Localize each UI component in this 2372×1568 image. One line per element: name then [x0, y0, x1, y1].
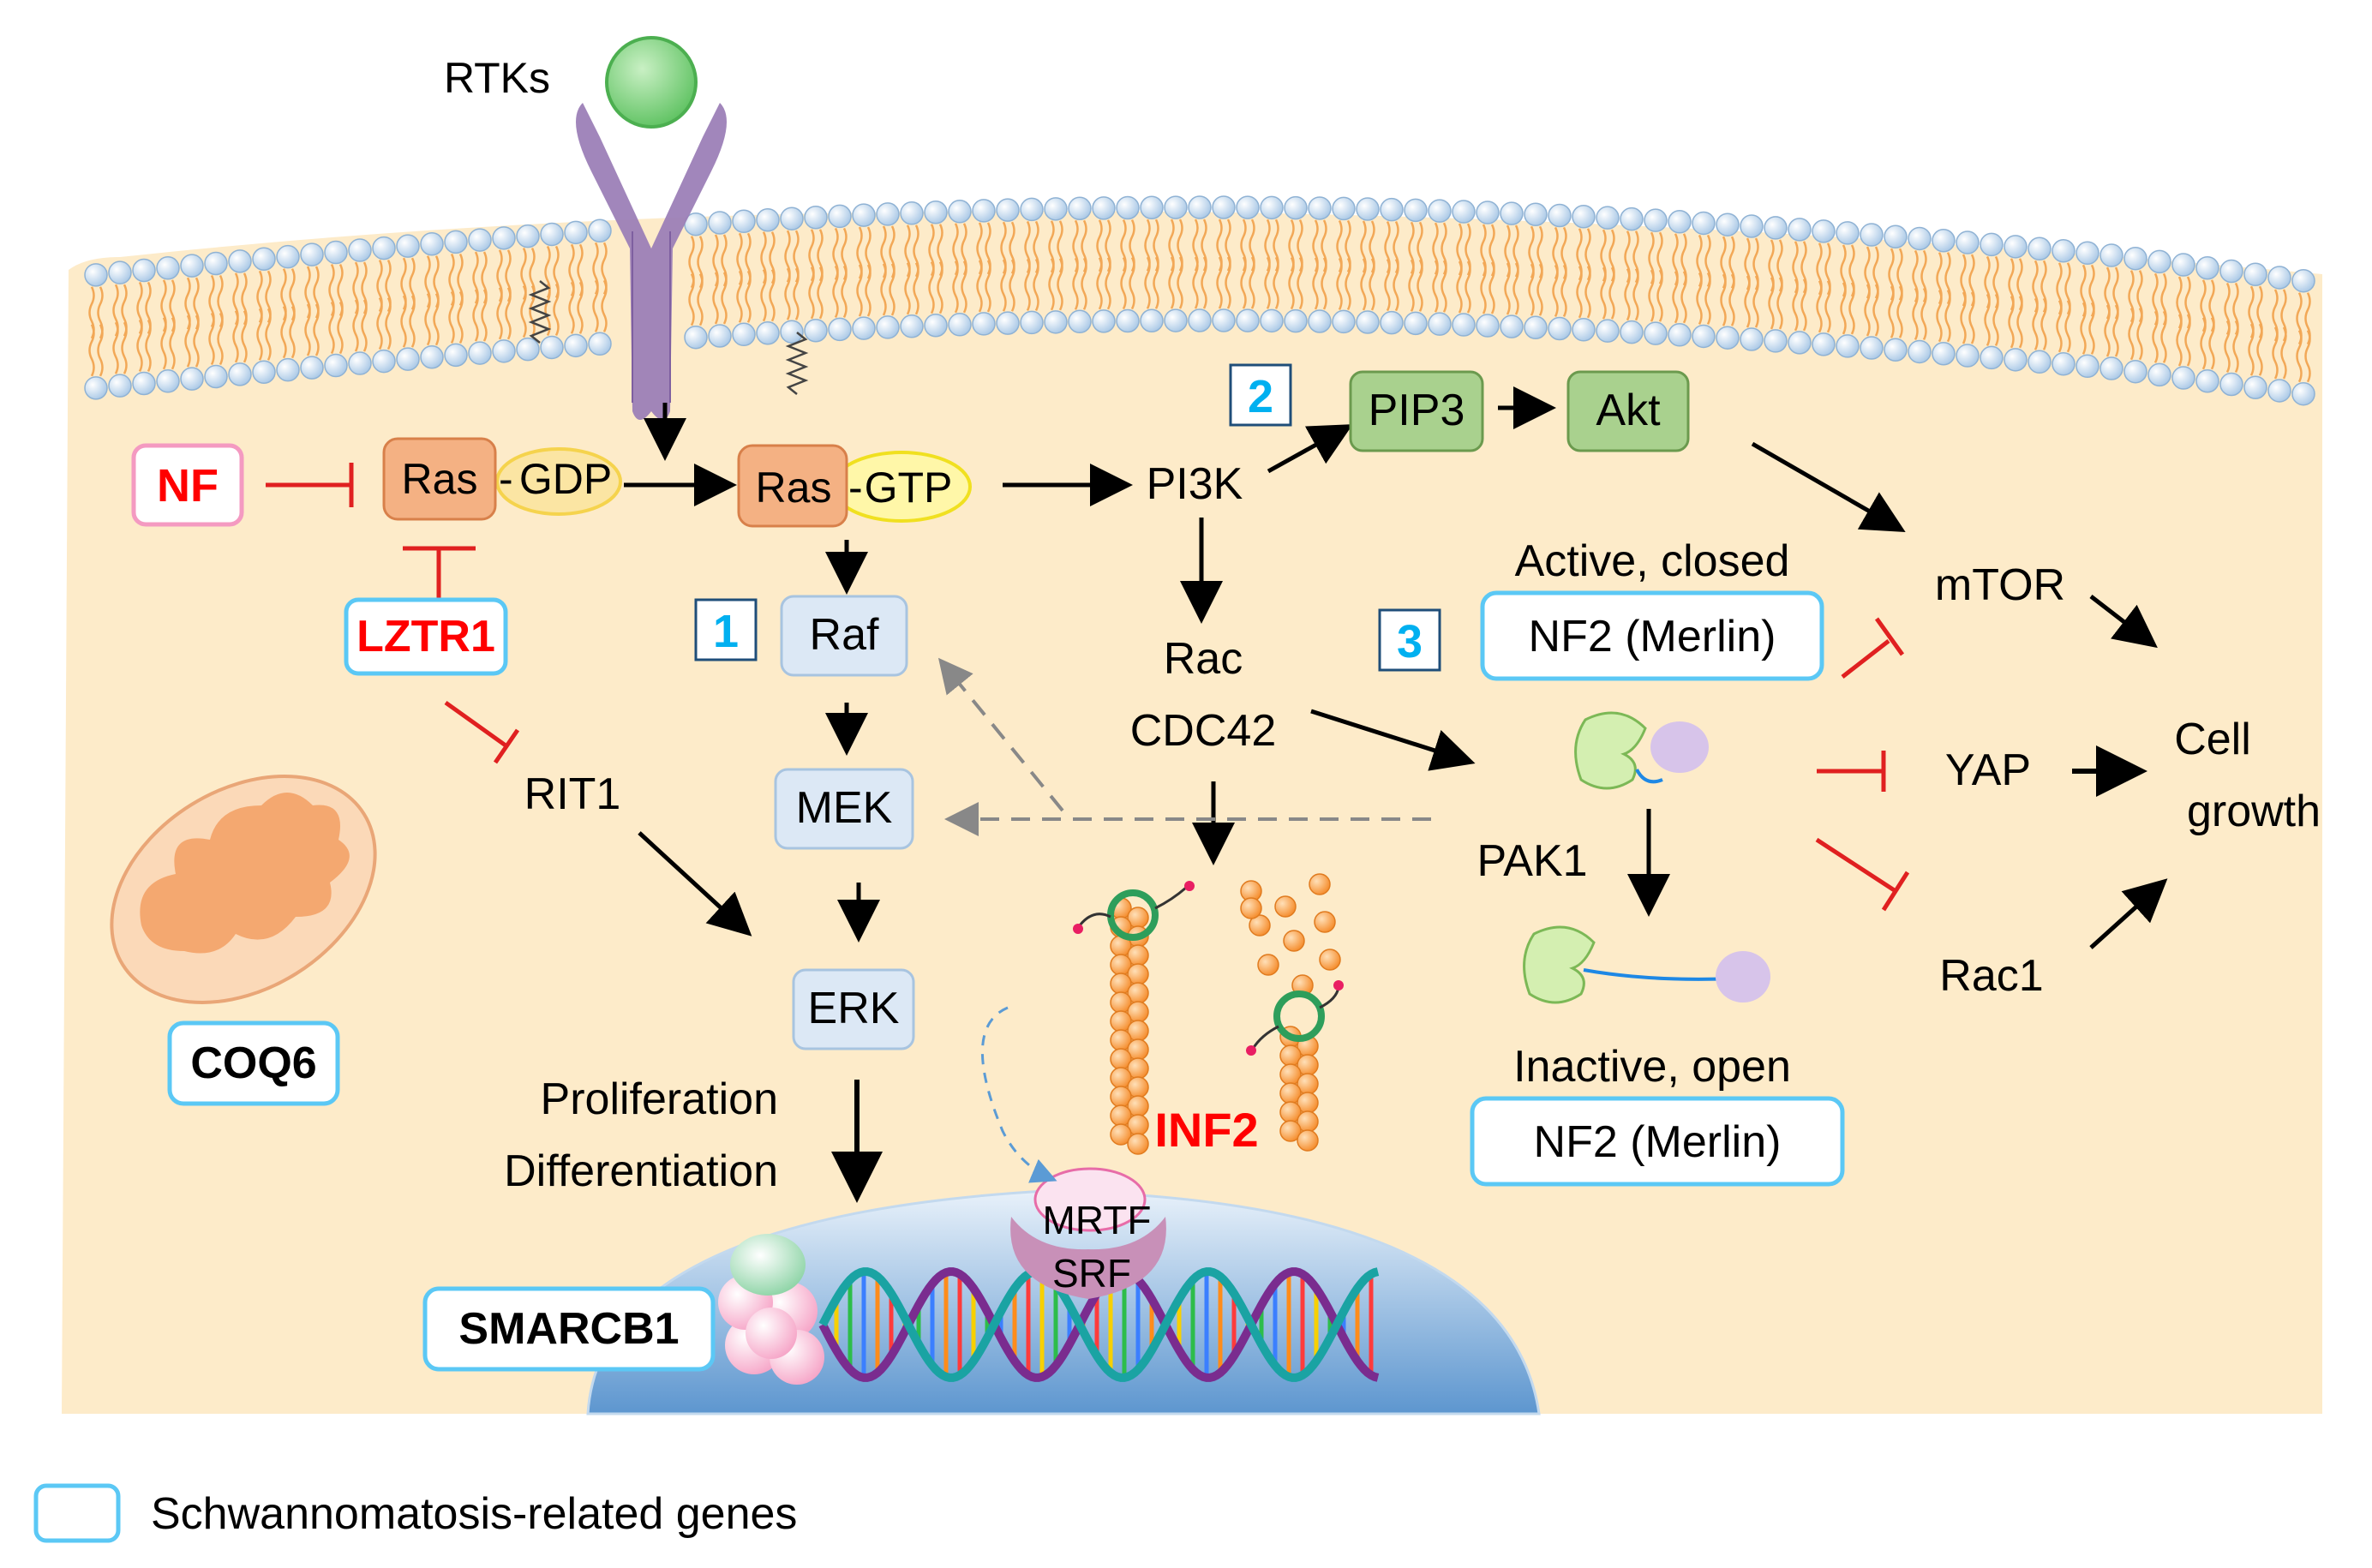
inhibit-lztr1-rit1-bar [493, 728, 520, 764]
mrtf-shape [1033, 1167, 1147, 1232]
nf-box [131, 443, 244, 527]
ras-gtp-box [737, 444, 848, 528]
smarcb1-complex-icon [718, 1234, 824, 1385]
raf-label: Raf [810, 610, 879, 660]
cell-growth-label-2: growth [2187, 787, 2321, 836]
dashed-arrow-to-raf [937, 657, 1064, 812]
nf2-inactive-label: NF2 (Merlin) [1534, 1117, 1782, 1167]
rit1-label: RIT1 [524, 769, 621, 819]
lztr1-label: LZTR1 [356, 612, 495, 661]
proliferation-label: Proliferation [541, 1074, 778, 1124]
ras-gdp-ras-label: Ras [402, 455, 478, 503]
ras-gdp-box [382, 437, 497, 521]
actin-filaments-icon [1073, 873, 1344, 1155]
coq6-label: COQ6 [190, 1038, 316, 1088]
pi3k-label: PI3K [1147, 459, 1243, 509]
smarcb1-label: SMARCB1 [458, 1304, 679, 1354]
number-1-label: 1 [713, 606, 739, 657]
lipid-anchor-2 [785, 332, 809, 395]
mek-box [774, 768, 914, 850]
ras-gdp-hyphen: - [499, 455, 513, 503]
mek-label: MEK [796, 783, 893, 833]
number-2-label: 2 [1248, 371, 1273, 422]
arrow-mtor-to-growth [2089, 595, 2158, 649]
nf2-inactive-box [1470, 1096, 1845, 1187]
srf-shape [1010, 1217, 1166, 1299]
nf2-active-label: NF2 (Merlin) [1529, 612, 1776, 661]
inhibit-nf2-rac1-bar [1881, 871, 1910, 912]
merlin-closed-shape [1574, 711, 1709, 790]
akt-box [1566, 370, 1690, 452]
inf2-label: INF2 [1154, 1103, 1258, 1157]
rtks-label: RTKs [444, 54, 550, 102]
ras-gtp-ras-label: Ras [756, 464, 832, 512]
inhibit-nf2-mtor-bar [1874, 617, 1905, 656]
erk-box [792, 968, 915, 1050]
merlin-open-shape [1523, 925, 1770, 1004]
inhibit-nf2-rac1 [1815, 837, 1897, 894]
number-3-label: 3 [1397, 616, 1423, 667]
akt-label: Akt [1596, 386, 1661, 435]
cdc42-label: CDC42 [1130, 706, 1277, 756]
differentiation-label: Differentiation [504, 1146, 778, 1196]
nf2-active-box [1480, 590, 1824, 681]
srf-label: SRF [1052, 1251, 1131, 1296]
raf-box [780, 595, 908, 677]
ras-gtp-gtp-label: GTP [865, 464, 953, 512]
arrow-cdc42-to-pak1 [1310, 709, 1476, 771]
yap-label: YAP [1945, 745, 2031, 795]
cell-growth-label-1: Cell [2174, 715, 2251, 764]
legend-label: Schwannomatosis-related genes [151, 1489, 797, 1539]
arrow-akt-to-mtor [1751, 441, 1906, 532]
active-closed-label: Active, closed [1515, 536, 1790, 586]
ras-gtp-hyphen: - [848, 464, 863, 512]
inhibit-nf2-mtor [1841, 639, 1890, 679]
smarcb1-box [422, 1286, 716, 1372]
number-2-box [1229, 363, 1292, 427]
lipid-anchor-1 [528, 280, 552, 344]
inactive-open-label: Inactive, open [1513, 1042, 1791, 1092]
rtk-receptor [576, 103, 727, 420]
ras-gdp-gdp-label: GDP [519, 455, 612, 503]
number-1-box [694, 598, 758, 661]
mtor-label: mTOR [1935, 560, 2065, 610]
pip3-box [1349, 370, 1484, 452]
coq6-box [167, 1020, 340, 1106]
legend-swatch [33, 1483, 121, 1543]
rac-label: Rac [1164, 634, 1243, 684]
dashed-arrow-actin-to-mrtf [981, 1006, 1057, 1183]
lztr1-box [344, 597, 508, 676]
arrow-pi3k-to-pip3 [1267, 424, 1353, 474]
inhibit-lztr1-rit1 [444, 700, 507, 748]
rac1-label: Rac1 [1939, 951, 2043, 1001]
ligand-ball [605, 36, 698, 129]
mitochondrion-icon [110, 775, 377, 1004]
arrow-rac1-to-growth [2089, 878, 2168, 949]
membrane-bilayer [84, 195, 2315, 406]
number-3-box [1378, 608, 1441, 672]
mrtf-label: MRTF [1043, 1198, 1152, 1242]
nf-label: NF [157, 460, 219, 512]
erk-label: ERK [808, 984, 900, 1033]
arrow-rit1-to-erk [638, 831, 752, 937]
gdp-ellipse [495, 447, 622, 516]
pip3-label: PIP3 [1369, 386, 1465, 435]
pak1-label: PAK1 [1477, 836, 1587, 886]
